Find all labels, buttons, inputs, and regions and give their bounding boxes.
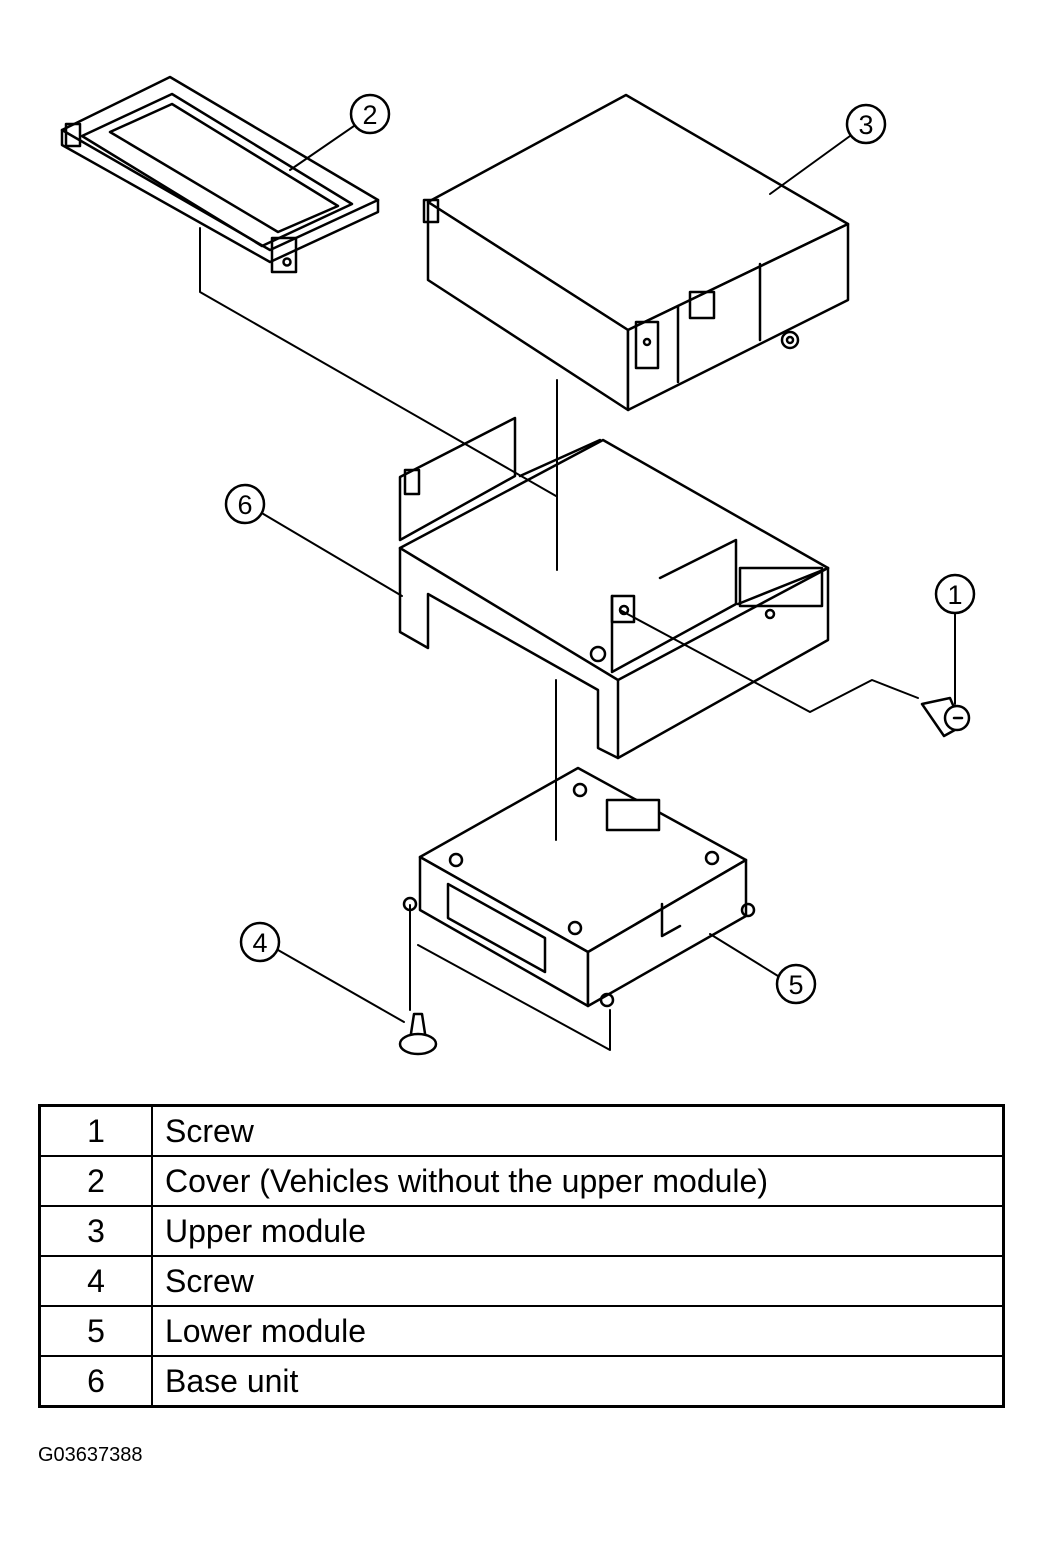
upper-module-part [422,93,850,412]
callout-3-label: 3 [858,110,873,140]
legend-desc: Screw [151,1104,1005,1157]
callout-5-label: 5 [788,970,803,1000]
callout-1-label: 1 [947,580,962,610]
legend-num: 1 [38,1104,153,1157]
legend-num: 2 [38,1155,153,1207]
callout-2: 2 [349,93,391,135]
legend-row: 3 Upper module [38,1205,1005,1257]
legend-row: 4 Screw [38,1255,1005,1307]
leader-lines [259,125,956,1023]
exploded-diagram: 1 2 3 4 5 6 [60,75,976,1056]
callout-6-label: 6 [237,490,252,520]
legend-row: 2 Cover (Vehicles without the upper modu… [38,1155,1005,1207]
base-unit-part [398,416,830,760]
legend-num: 3 [38,1205,153,1257]
legend-table: 1 Screw 2 Cover (Vehicles without the up… [38,1104,1005,1408]
screw-1-part [920,696,971,738]
lower-module-part [402,766,756,1008]
callout-3: 3 [845,103,887,145]
legend-desc: Cover (Vehicles without the upper module… [151,1155,1005,1207]
legend-desc: Lower module [151,1305,1005,1357]
callout-6: 6 [224,483,266,525]
legend-row: 1 Screw [38,1104,1005,1157]
legend-row: 5 Lower module [38,1305,1005,1357]
callout-2-label: 2 [362,100,377,130]
legend-num: 5 [38,1305,153,1357]
assembly-guide-lines [199,227,919,1051]
cover-part [60,75,380,274]
legend-desc: Screw [151,1255,1005,1307]
legend-num: 4 [38,1255,153,1307]
callout-1: 1 [934,573,976,615]
callout-5: 5 [775,963,817,1005]
callout-4-label: 4 [252,928,267,958]
callout-4: 4 [239,921,281,963]
screw-4-part [398,1012,438,1056]
legend-row: 6 Base unit [38,1355,1005,1408]
figure-id: G03637388 [38,1444,143,1466]
legend-num: 6 [38,1355,153,1408]
legend-desc: Upper module [151,1205,1005,1257]
legend-desc: Base unit [151,1355,1005,1408]
